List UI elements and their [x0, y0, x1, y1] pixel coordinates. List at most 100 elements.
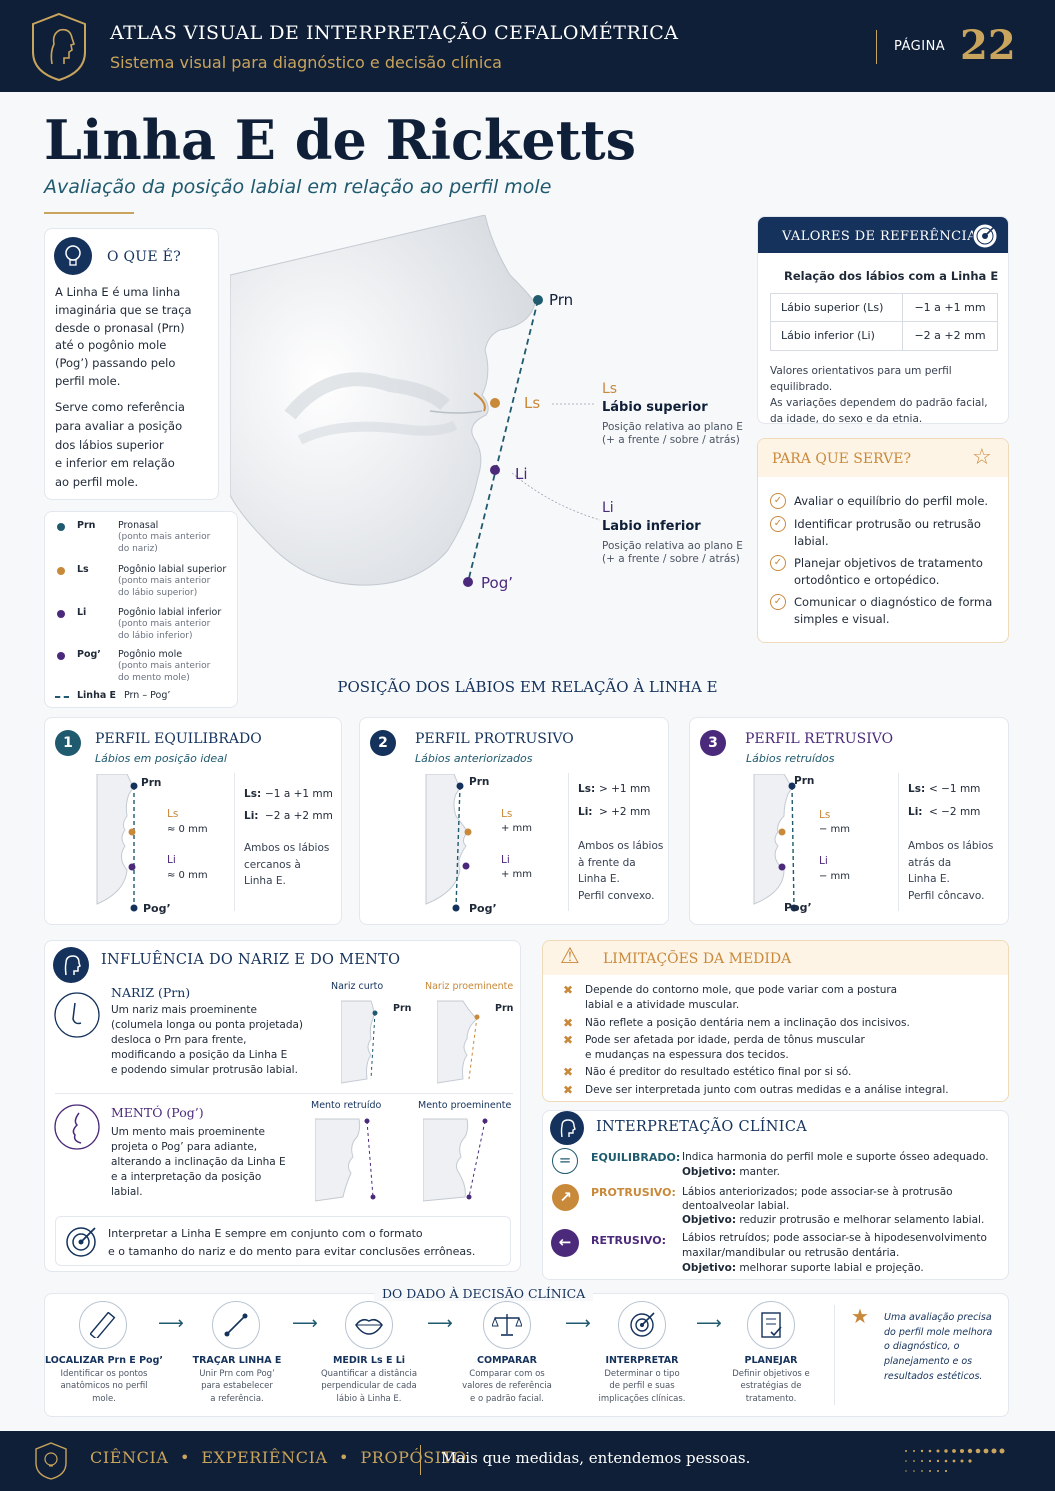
footer-tagline: Mais que medidas, entendemos pessoas. — [441, 1449, 751, 1467]
li-range: −2 a +2 mm — [265, 810, 333, 822]
uses-list: ✓Avaliar o equilíbrio do perfil mole. ✓I… — [770, 493, 1006, 628]
arrow-right-icon: ⟶ — [696, 1313, 722, 1334]
check-icon: ✓ — [770, 516, 786, 532]
prominent-chin-profile-icon — [423, 1118, 488, 1202]
ls-range-label: Ls: — [244, 788, 262, 800]
step-number-badge: 2 — [370, 730, 396, 756]
li-dot-icon — [57, 610, 65, 618]
retruded-chin-profile-icon — [315, 1118, 376, 1202]
list-item: ✖Depende do contorno mole, que pode vari… — [563, 983, 949, 1014]
step-title: INTERPRETAR — [605, 1355, 679, 1366]
what-is-heading: O QUE É? — [107, 249, 181, 265]
scale-icon — [483, 1301, 531, 1349]
limits-heading: LIMITAÇÕES DA MEDIDA — [603, 951, 792, 967]
profile-title: PERFIL PROTRUSIVO — [415, 731, 574, 747]
li-range-label: Li: — [244, 810, 259, 822]
face-profile-diagram — [230, 215, 601, 587]
mini-profile-icon — [425, 774, 472, 912]
li-value: − mm — [819, 871, 851, 882]
target-icon — [66, 1227, 96, 1257]
header-bar: ATLAS VISUAL DE INTERPRETAÇÃO CEFALOMÉTR… — [0, 0, 1055, 92]
uses-card: PARA QUE SERVE? ☆ ✓Avaliar o equilíbrio … — [757, 438, 1009, 643]
ls-range-label: Ls: — [908, 783, 926, 795]
prn-dot-icon — [57, 523, 65, 531]
target-icon — [972, 223, 998, 249]
prn-label: Prn — [469, 776, 490, 788]
ls-range: > +1 mm — [599, 783, 651, 795]
arrow-up-right-icon: ↗ — [552, 1184, 579, 1211]
clinical-label: PROTRUSIVO: — [591, 1186, 676, 1199]
ls-range: −1 a +1 mm — [265, 788, 333, 800]
reference-table: Lábio superior (Ls) −1 a +1 mm Lábio inf… — [770, 293, 998, 351]
step-title: TRAÇAR LINHA E — [192, 1355, 282, 1366]
check-icon: ✓ — [770, 555, 786, 571]
ls-value: − mm — [819, 824, 851, 835]
arrow-right-icon: ⟶ — [158, 1313, 184, 1334]
list-item: ✖Não é preditor do resultado estético fi… — [563, 1065, 852, 1080]
nose-prominent-label: Nariz proeminente — [425, 981, 514, 992]
pog-label: Pog’ — [469, 902, 497, 915]
influence-heading: INFLUÊNCIA DO NARIZ E DO MENTO — [101, 952, 401, 968]
pog-label: Pog’ — [143, 902, 171, 915]
prn-label: Prn — [393, 1003, 412, 1014]
reference-row: Lábio superior (Ls) −1 a +1 mm — [771, 294, 997, 322]
clinical-text: Lábios anteriorizados; pode associar-se … — [682, 1186, 985, 1226]
dots-decoration-icon — [905, 1448, 1005, 1473]
ls-value: + mm — [501, 823, 533, 834]
li-label: Li — [167, 854, 176, 866]
step-title: MEDIR Ls E Li — [332, 1355, 406, 1366]
x-icon: ✖ — [563, 1082, 574, 1097]
nose-short-label: Nariz curto — [331, 981, 384, 992]
e-line — [467, 299, 539, 583]
profile-card-balanced: 1 PERFIL EQUILIBRADO Lábios em posição i… — [44, 717, 342, 925]
positions-heading: POSIÇÃO DOS LÁBIOS EM RELAÇÃO À LINHA E — [337, 678, 718, 696]
step-title: PLANEJAR — [744, 1355, 798, 1366]
page-number: 22 — [960, 22, 1016, 69]
ls-range-label: Ls: — [578, 783, 596, 795]
nose-title: NARIZ (Prn) — [111, 985, 191, 1000]
li-range: > +2 mm — [599, 806, 651, 818]
x-icon: ✖ — [563, 1032, 574, 1047]
ruler-icon — [79, 1301, 127, 1349]
equal-icon: = — [552, 1148, 578, 1174]
li-range-label: Li: — [578, 806, 593, 818]
profile-title: PERFIL RETRUSIVO — [745, 731, 894, 747]
li-range: < −2 mm — [929, 806, 981, 818]
check-icon: ✓ — [770, 493, 786, 509]
clinical-heading: INTERPRETAÇÃO CLÍNICA — [596, 1119, 807, 1135]
warning-icon: ⚠ — [560, 944, 580, 969]
list-item: ✖Pode ser afetada por idade, perda de tô… — [563, 1033, 949, 1064]
chin-icon — [54, 1104, 100, 1150]
uses-header — [758, 439, 1008, 477]
profile-subtitle: Lábios em posição ideal — [95, 752, 227, 765]
star-icon: ☆ — [972, 445, 992, 470]
arrow-right-icon: ⟶ — [292, 1313, 318, 1334]
atlas-subtitle: Sistema visual para diagnóstico e decisã… — [110, 53, 502, 72]
li-point — [490, 465, 500, 475]
x-icon: ✖ — [563, 983, 574, 997]
ls-value: ≈ 0 mm — [167, 824, 208, 835]
profile-subtitle: Lábios retruídos — [746, 752, 835, 765]
arrow-right-icon: ⟶ — [427, 1313, 453, 1334]
prn-label: Prn — [141, 777, 162, 789]
ls-point — [490, 398, 500, 408]
flow-heading: DO DADO À DECISÃO CLÍNICA — [374, 1286, 594, 1301]
profile-title: PERFIL EQUILIBRADO — [95, 731, 262, 747]
checklist-icon — [747, 1301, 795, 1349]
li-value: ≈ 0 mm — [167, 870, 208, 881]
footer-values: CIÊNCIA • EXPERIÊNCIA • PROPÓSITO — [90, 1448, 467, 1467]
li-label: Li — [501, 854, 510, 866]
footer-bar: CIÊNCIA • EXPERIÊNCIA • PROPÓSITO Mais q… — [0, 1431, 1055, 1491]
mini-profile-icon — [753, 774, 798, 912]
